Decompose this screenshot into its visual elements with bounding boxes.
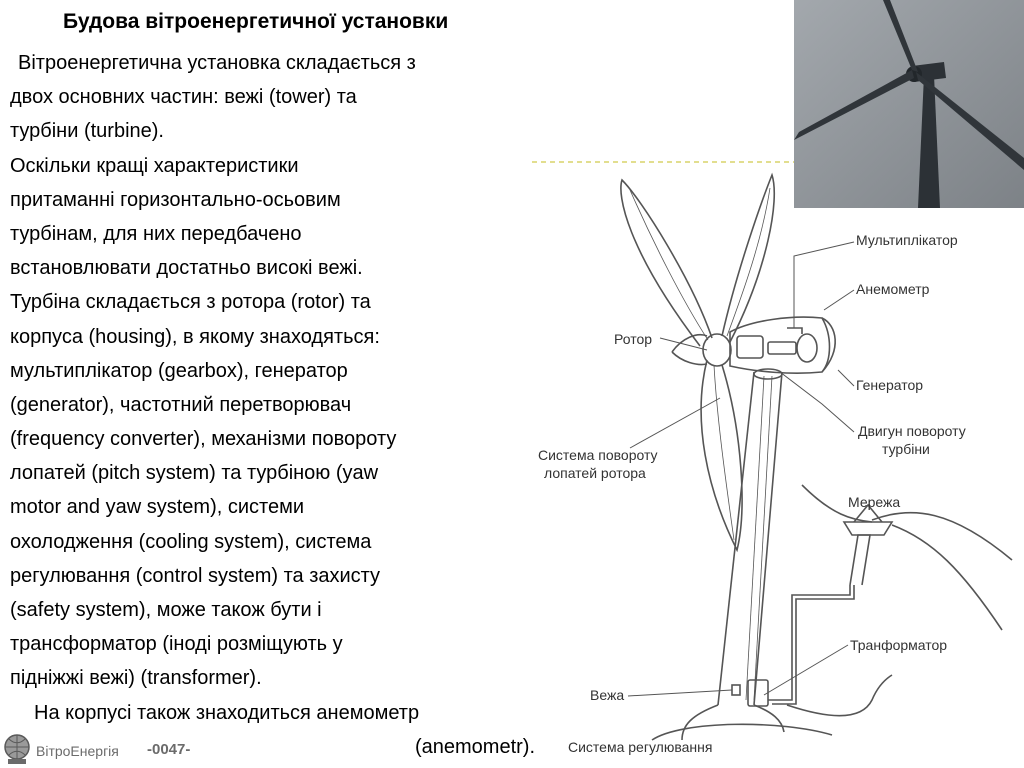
body-line: (generator), частотний перетворювач xyxy=(10,393,352,416)
body-line: трансформатор (іноді розміщують у xyxy=(10,633,343,656)
label-control-system: Система регулювання xyxy=(568,739,712,755)
body-line: регулювання (control system) та захисту xyxy=(10,564,381,587)
body-text: Вітроенергетична установка складається з… xyxy=(10,46,535,764)
footer-code: -0047- xyxy=(147,741,191,758)
label-tower: Вежа xyxy=(590,687,624,703)
turbine-diagram: Мультиплікатор Анемометр Ротор Генератор… xyxy=(532,161,1013,755)
body-line: Вітроенергетична установка складається з xyxy=(18,52,416,74)
body-line: Оскільки кращі характеристики xyxy=(10,154,299,177)
body-line: турбінам, для них передбачено xyxy=(10,222,302,245)
body-line: підніжжі вежі) (transformer). xyxy=(10,667,262,690)
body-line: (safety system), може також бути і xyxy=(10,599,322,621)
body-line: встановлювати достатньо високі вежі. xyxy=(10,257,363,280)
body-line: лопатей (pitch system) та турбіною (yaw xyxy=(10,462,379,485)
label-grid: Мережа xyxy=(848,494,900,510)
turbine-photo xyxy=(794,0,1024,208)
body-line: двох основних частин: вежі (tower) та xyxy=(10,86,357,109)
body-line: охолодження (cooling system), система xyxy=(10,530,372,553)
body-line: Турбіна складається з ротора (rotor) та xyxy=(10,291,371,314)
footer-brand: ВітроЕнергія xyxy=(36,743,119,759)
body-line: корпуса (housing), в якому знаходяться: xyxy=(10,325,380,348)
body-line: мультиплікатор (gearbox), генератор xyxy=(10,359,348,382)
body-line: На корпусі також знаходиться анемометр xyxy=(34,701,420,724)
globe-logo-icon xyxy=(4,734,30,764)
label-yaw-motor: Двигун повороту xyxy=(858,423,966,439)
label-yaw-motor-2: турбіни xyxy=(882,441,930,457)
slide-title: Будова вітроенергетичної установки xyxy=(63,10,449,33)
body-line: motor and yaw system), системи xyxy=(10,496,304,519)
body-line: притаманні горизонтально-осьовим xyxy=(10,188,341,211)
label-multiplier: Мультиплікатор xyxy=(856,232,958,248)
label-rotor: Ротор xyxy=(614,331,652,347)
label-generator: Генератор xyxy=(856,377,923,393)
footer: ВітроЕнергія -0047- xyxy=(0,730,300,768)
label-anemometer: Анемометр xyxy=(856,281,930,297)
label-transformer: Транформатор xyxy=(850,637,947,653)
label-pitch-system-2: лопатей ротора xyxy=(544,465,646,481)
body-line: (frequency converter), механізми поворот… xyxy=(10,428,397,451)
body-line: турбіни (turbine). xyxy=(10,120,164,143)
body-line: (anemometr). xyxy=(414,735,535,758)
label-pitch-system: Система повороту xyxy=(538,447,658,463)
